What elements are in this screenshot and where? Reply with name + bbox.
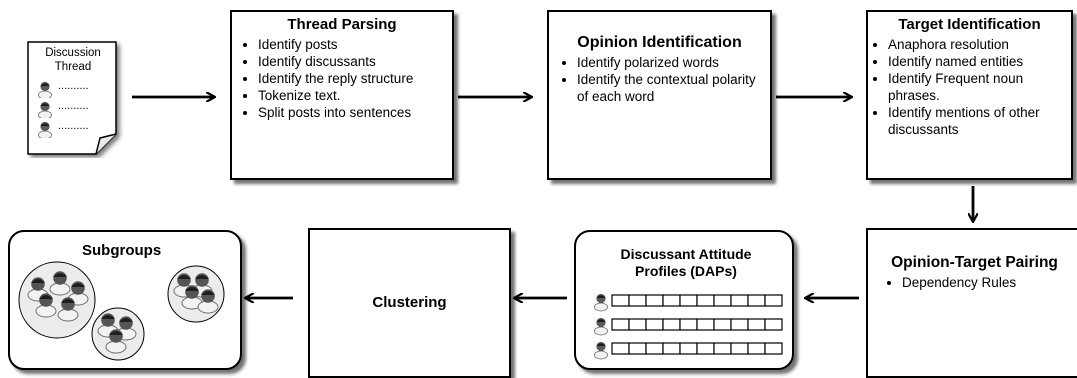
person-icon bbox=[594, 317, 608, 336]
clustering-box: Clustering bbox=[308, 228, 511, 378]
document-label: Discussion Thread bbox=[45, 47, 101, 73]
opinion-identification-title: Opinion Identification bbox=[577, 34, 742, 51]
list-item: Identify posts bbox=[258, 36, 446, 53]
thread-parsing-box: Thread Parsing Identify posts Identify d… bbox=[230, 10, 454, 180]
discussion-thread-document: Discussion Thread .......... .......... … bbox=[24, 38, 124, 158]
person-icon bbox=[38, 101, 52, 118]
subgroup-cluster bbox=[91, 307, 145, 361]
list-item: Identify Frequent noun phrases. bbox=[888, 70, 1067, 104]
list-item: Dependency Rules bbox=[902, 274, 1075, 291]
dap-row bbox=[594, 293, 783, 312]
target-identification-list: Anaphora resolution Identify named entit… bbox=[872, 36, 1067, 138]
opinion-target-pairing-box: Opinion-Target Pairing Dependency Rules bbox=[866, 228, 1077, 378]
subgroup-cluster bbox=[18, 261, 96, 339]
list-item: Identify mentions of other discussants bbox=[888, 104, 1067, 138]
list-item: Anaphora resolution bbox=[888, 36, 1067, 53]
list-item: Tokenize text. bbox=[258, 87, 446, 104]
list-item: Split posts into sentences bbox=[258, 104, 446, 121]
opinion-target-pairing-list: Dependency Rules bbox=[874, 274, 1075, 291]
person-icon bbox=[594, 293, 608, 312]
document-shape bbox=[27, 41, 117, 155]
list-item: Identify the reply structure bbox=[258, 70, 446, 87]
thread-parsing-list: Identify posts Identify discussants Iden… bbox=[238, 36, 446, 121]
clustering-title: Clustering bbox=[372, 294, 447, 311]
document-line-dots: .......... bbox=[58, 120, 89, 132]
dap-row bbox=[594, 341, 783, 360]
opinion-identification-list: Identify polarized words Identify the co… bbox=[557, 54, 762, 105]
person-icon bbox=[594, 341, 608, 360]
opinion-target-pairing-title: Opinion-Target Pairing bbox=[891, 254, 1058, 271]
subgroups-title: Subgroups bbox=[82, 242, 162, 259]
dap-row bbox=[594, 317, 783, 336]
list-item: Identify the contextual polarity of each… bbox=[577, 71, 762, 105]
target-identification-title: Target Identification bbox=[898, 16, 1041, 33]
list-item: Identify polarized words bbox=[577, 54, 762, 71]
subgroup-cluster bbox=[167, 265, 225, 323]
document-line-dots: .......... bbox=[58, 80, 89, 92]
person-icon bbox=[38, 81, 52, 98]
target-identification-box: Target Identification Anaphora resolutio… bbox=[866, 10, 1073, 180]
subgroups-box: Subgroups bbox=[8, 230, 242, 370]
document-line-dots: .......... bbox=[58, 100, 89, 112]
thread-parsing-title: Thread Parsing bbox=[287, 16, 397, 33]
list-item: Identify named entities bbox=[888, 53, 1067, 70]
opinion-identification-box: Opinion Identification Identify polarize… bbox=[547, 10, 772, 180]
daps-box: Discussant Attitude Profiles (DAPs) bbox=[574, 230, 794, 370]
daps-title: Discussant Attitude Profiles (DAPs) bbox=[620, 246, 752, 279]
person-icon bbox=[38, 121, 52, 138]
subgroup-clusters bbox=[18, 261, 225, 361]
list-item: Identify discussants bbox=[258, 53, 446, 70]
daps-profile-rows bbox=[594, 293, 783, 360]
